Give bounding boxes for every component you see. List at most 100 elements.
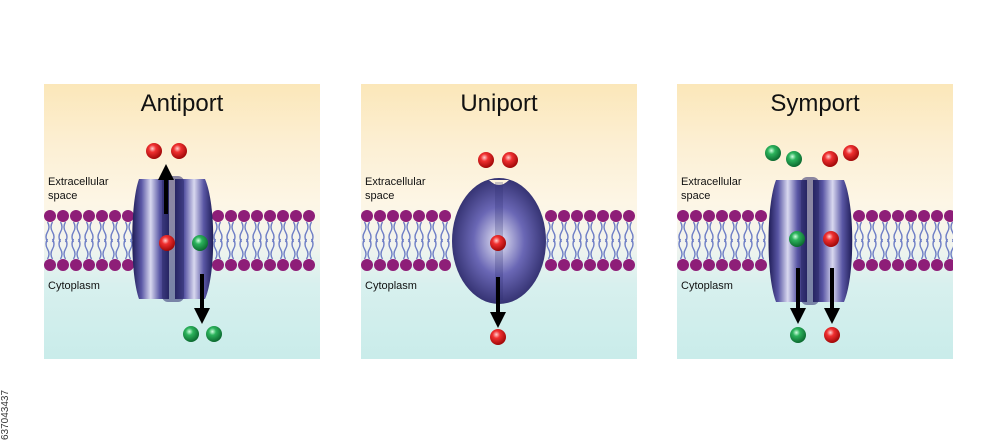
lipid-tail: [709, 238, 714, 260]
panel-title: Antiport: [140, 90, 224, 117]
lipid-tail: [950, 238, 953, 260]
lipid-tail: [683, 238, 688, 260]
lipid-head: [83, 210, 95, 222]
lipid-tail: [704, 238, 709, 260]
membrane-right: [212, 210, 315, 271]
red-molecule: [490, 329, 506, 345]
lipid-tail: [218, 221, 223, 243]
lipid-tail: [252, 221, 257, 243]
lipid-tail: [696, 238, 701, 260]
lipid-tail: [304, 238, 309, 260]
lipid-tail: [572, 238, 577, 260]
extracellular-label: space: [365, 190, 395, 202]
lipid-tail: [231, 238, 236, 260]
lipid-tail: [748, 221, 753, 243]
lipid-tail: [445, 221, 450, 243]
lipid-head: [290, 210, 302, 222]
lipid-tail: [71, 238, 76, 260]
lipid-tail: [611, 238, 616, 260]
lipid-head: [729, 210, 741, 222]
lipid-tail: [380, 221, 385, 243]
lipid-head: [571, 259, 583, 271]
extracellular-label: space: [681, 190, 711, 202]
lipid-head: [703, 210, 715, 222]
lipid-tail: [854, 221, 859, 243]
lipid-tail: [885, 221, 890, 243]
lipid-tail: [748, 238, 753, 260]
lipid-tail: [362, 238, 367, 260]
lipid-tail: [854, 238, 859, 260]
lipid-head: [918, 259, 930, 271]
lipid-head: [264, 210, 276, 222]
lipid-tail: [213, 221, 218, 243]
lipid-tail: [872, 238, 877, 260]
lipid-tail: [213, 238, 218, 260]
lipid-tail: [84, 221, 89, 243]
lipid-tail: [924, 238, 929, 260]
lipid-tail: [63, 238, 68, 260]
lipid-tail: [590, 238, 595, 260]
lipid-tail: [559, 221, 564, 243]
lipid-tail: [63, 221, 68, 243]
green-molecule: [183, 326, 199, 342]
lipid-head: [290, 259, 302, 271]
lipid-head: [44, 210, 56, 222]
symport-panel: Symport Extracellular space Cytoplasm: [677, 84, 953, 359]
lipid-head: [545, 259, 557, 271]
lipid-head: [238, 259, 250, 271]
lipid-tail: [283, 238, 288, 260]
lipid-tail: [76, 221, 81, 243]
lipid-tail: [756, 221, 761, 243]
lipid-tail: [115, 221, 120, 243]
lipid-tail: [115, 238, 120, 260]
lipid-tail: [393, 238, 398, 260]
lipid-tail: [590, 221, 595, 243]
lipid-head: [439, 259, 451, 271]
lipid-head: [413, 259, 425, 271]
lipid-tail: [577, 221, 582, 243]
lipid-head: [70, 210, 82, 222]
lipid-tail: [911, 238, 916, 260]
lipid-tail: [367, 238, 372, 260]
lipid-tail: [427, 221, 432, 243]
image-id-text: 637043437: [0, 389, 11, 440]
lipid-tail: [893, 238, 898, 260]
lipid-head: [866, 259, 878, 271]
lipid-tail: [231, 221, 236, 243]
lipid-tail: [709, 221, 714, 243]
lipid-tail: [730, 221, 735, 243]
lipid-head: [742, 259, 754, 271]
lipid-tail: [551, 238, 556, 260]
lipid-tail: [76, 238, 81, 260]
lipid-tail: [624, 238, 629, 260]
lipid-tail: [50, 221, 55, 243]
lipid-tail: [598, 238, 603, 260]
lipid-tail: [603, 238, 608, 260]
uniport-diagram: [361, 152, 635, 345]
green-molecule: [206, 326, 222, 342]
lipid-tail: [572, 221, 577, 243]
lipid-tail: [270, 221, 275, 243]
symport-diagram: [677, 145, 953, 343]
lipid-head: [277, 259, 289, 271]
lipid-tail: [419, 238, 424, 260]
lipid-tail: [375, 238, 380, 260]
lipid-head: [703, 259, 715, 271]
lipid-tail: [696, 221, 701, 243]
lipid-tail: [84, 238, 89, 260]
lipid-head: [571, 210, 583, 222]
lipid-head: [879, 259, 891, 271]
lipid-head: [905, 210, 917, 222]
lipid-head: [931, 210, 943, 222]
red-molecule: [490, 235, 506, 251]
lipid-head: [729, 259, 741, 271]
red-molecule: [159, 235, 175, 251]
lipid-head: [584, 210, 596, 222]
lipid-head: [866, 210, 878, 222]
lipid-tail: [257, 221, 262, 243]
lipid-head: [853, 210, 865, 222]
lipid-tail: [414, 221, 419, 243]
lipid-head: [251, 210, 263, 222]
cytoplasm-label: Cytoplasm: [48, 280, 100, 292]
lipid-head: [597, 210, 609, 222]
